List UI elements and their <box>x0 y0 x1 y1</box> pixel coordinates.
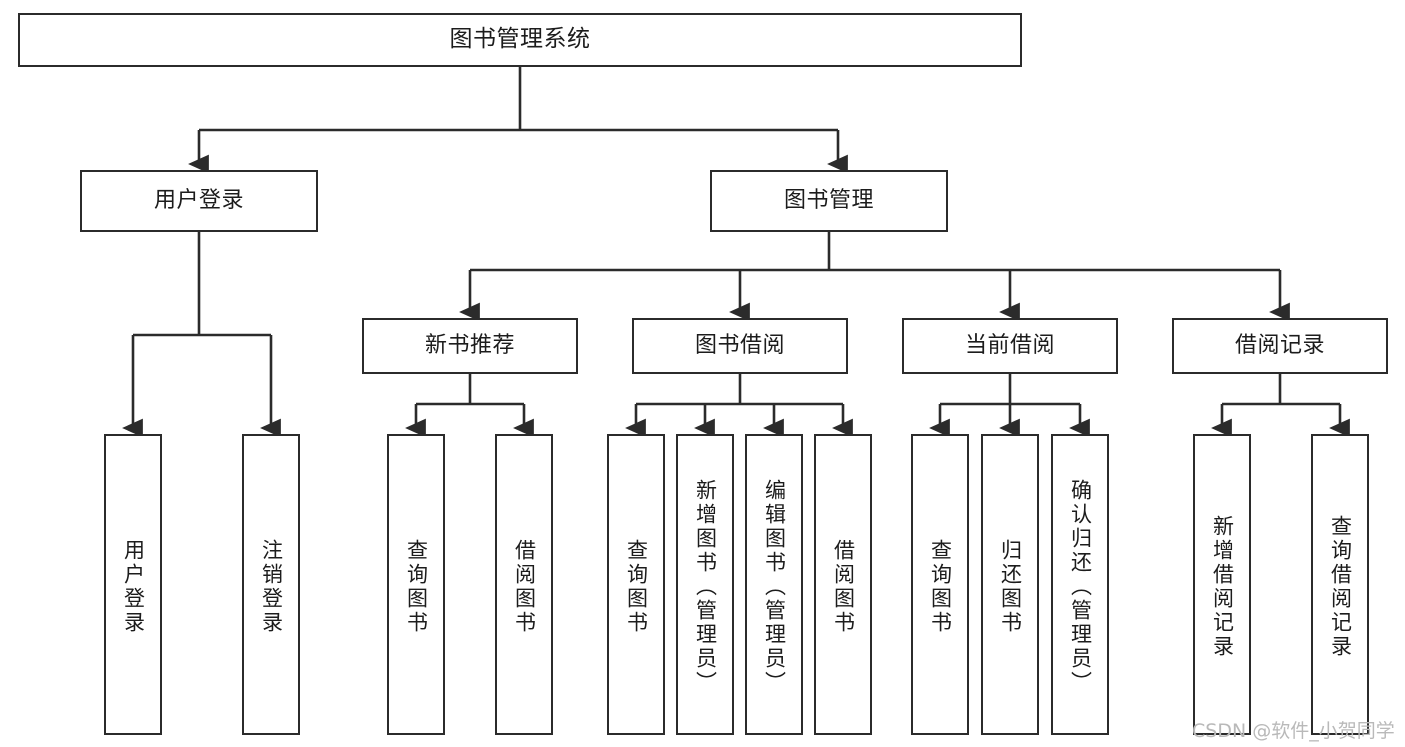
node-leaf-confirm-return-label: 确认归还（管理员） <box>1068 478 1093 695</box>
node-leaf-confirm-return[interactable]: 确认归还（管理员） <box>1051 434 1109 735</box>
node-leaf-query-book-1-label: 查询图书 <box>404 538 429 635</box>
node-leaf-logout-label: 注销登录 <box>259 538 284 635</box>
node-leaf-return-book-label: 归还图书 <box>998 538 1023 635</box>
node-root-label: 图书管理系统 <box>449 26 591 53</box>
node-leaf-query-record[interactable]: 查询借阅记录 <box>1311 434 1369 735</box>
watermark: CSDN @软件_小贺同学 <box>1192 720 1395 742</box>
node-book-manage[interactable]: 图书管理 <box>710 170 948 232</box>
node-book-borrow[interactable]: 图书借阅 <box>632 318 848 374</box>
node-leaf-query-book-2[interactable]: 查询图书 <box>607 434 665 735</box>
node-leaf-query-record-label: 查询借阅记录 <box>1328 514 1353 659</box>
node-current-borrow-label: 当前借阅 <box>964 333 1055 359</box>
node-leaf-logout[interactable]: 注销登录 <box>242 434 300 735</box>
node-current-borrow[interactable]: 当前借阅 <box>902 318 1118 374</box>
node-leaf-query-book-2-label: 查询图书 <box>624 538 649 635</box>
node-leaf-borrow-book-2[interactable]: 借阅图书 <box>814 434 872 735</box>
node-book-manage-label: 图书管理 <box>783 188 874 214</box>
node-leaf-add-book[interactable]: 新增图书（管理员） <box>676 434 734 735</box>
node-leaf-add-record[interactable]: 新增借阅记录 <box>1193 434 1251 735</box>
node-leaf-borrow-book-1-label: 借阅图书 <box>512 538 537 635</box>
node-user-login[interactable]: 用户登录 <box>80 170 318 232</box>
node-leaf-user-login[interactable]: 用户登录 <box>104 434 162 735</box>
node-leaf-add-record-label: 新增借阅记录 <box>1210 514 1235 659</box>
node-leaf-add-book-label: 新增图书（管理员） <box>693 478 718 695</box>
node-borrow-record-label: 借阅记录 <box>1234 333 1325 359</box>
node-leaf-query-book-3[interactable]: 查询图书 <box>911 434 969 735</box>
node-leaf-query-book-3-label: 查询图书 <box>928 538 953 635</box>
node-root[interactable]: 图书管理系统 <box>18 13 1022 67</box>
node-borrow-record[interactable]: 借阅记录 <box>1172 318 1388 374</box>
node-leaf-borrow-book-2-label: 借阅图书 <box>831 538 856 635</box>
node-leaf-edit-book-label: 编辑图书（管理员） <box>762 478 787 695</box>
node-leaf-borrow-book-1[interactable]: 借阅图书 <box>495 434 553 735</box>
node-leaf-query-book-1[interactable]: 查询图书 <box>387 434 445 735</box>
node-new-book-recommend-label: 新书推荐 <box>424 333 515 359</box>
node-book-borrow-label: 图书借阅 <box>694 333 785 359</box>
node-leaf-return-book[interactable]: 归还图书 <box>981 434 1039 735</box>
node-leaf-edit-book[interactable]: 编辑图书（管理员） <box>745 434 803 735</box>
node-user-login-label: 用户登录 <box>153 188 244 214</box>
node-new-book-recommend[interactable]: 新书推荐 <box>362 318 578 374</box>
node-leaf-user-login-label: 用户登录 <box>121 538 146 635</box>
